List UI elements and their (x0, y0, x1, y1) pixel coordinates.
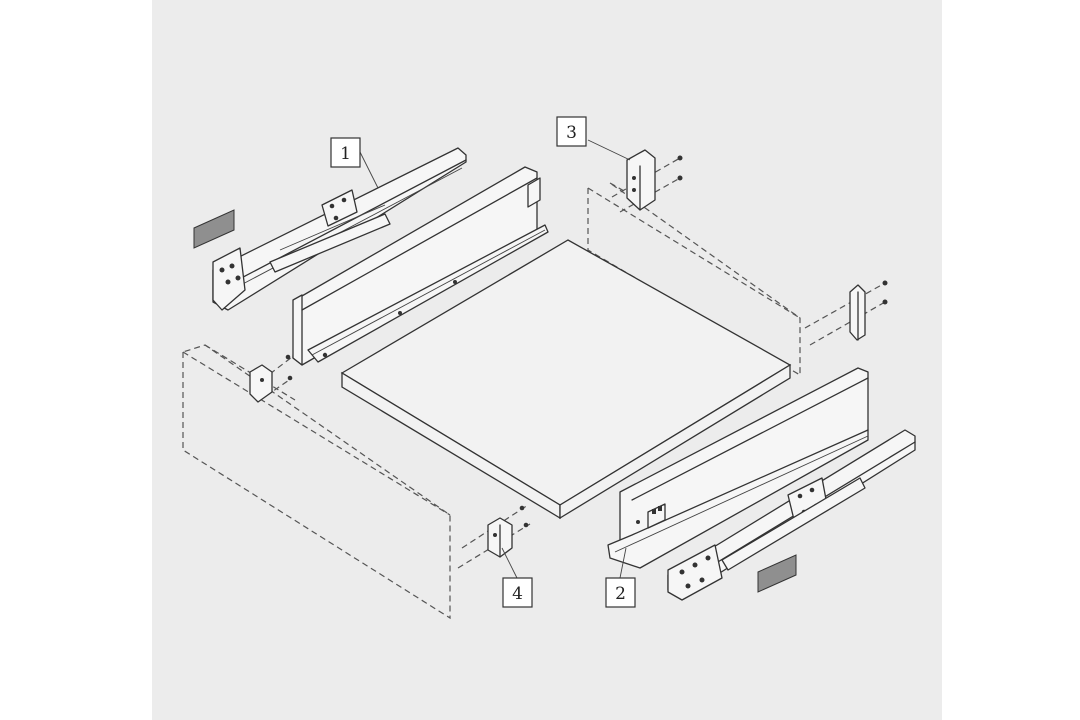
callout-4: 4 (502, 577, 533, 608)
runner-right (667, 429, 916, 601)
front-bracket-bottom (487, 505, 529, 558)
pad-left (193, 209, 235, 249)
rear-bracket-top (626, 149, 683, 211)
callout-2-label: 2 (615, 584, 626, 604)
leader-lines (359, 139, 631, 579)
drawer-bottom-board (340, 239, 792, 520)
front-bracket-left (249, 354, 293, 403)
callout-1-label: 1 (340, 144, 351, 164)
callout-1: 1 (330, 137, 361, 168)
callout-3: 3 (556, 116, 587, 147)
pad-right (757, 554, 797, 593)
callout-2: 2 (605, 577, 636, 608)
runner-left (212, 147, 467, 311)
right-drawer-side (607, 367, 869, 569)
left-drawer-side (292, 166, 549, 366)
rear-bracket-right (849, 280, 888, 341)
callout-3-label: 3 (566, 123, 577, 143)
callout-4-label: 4 (512, 584, 523, 604)
